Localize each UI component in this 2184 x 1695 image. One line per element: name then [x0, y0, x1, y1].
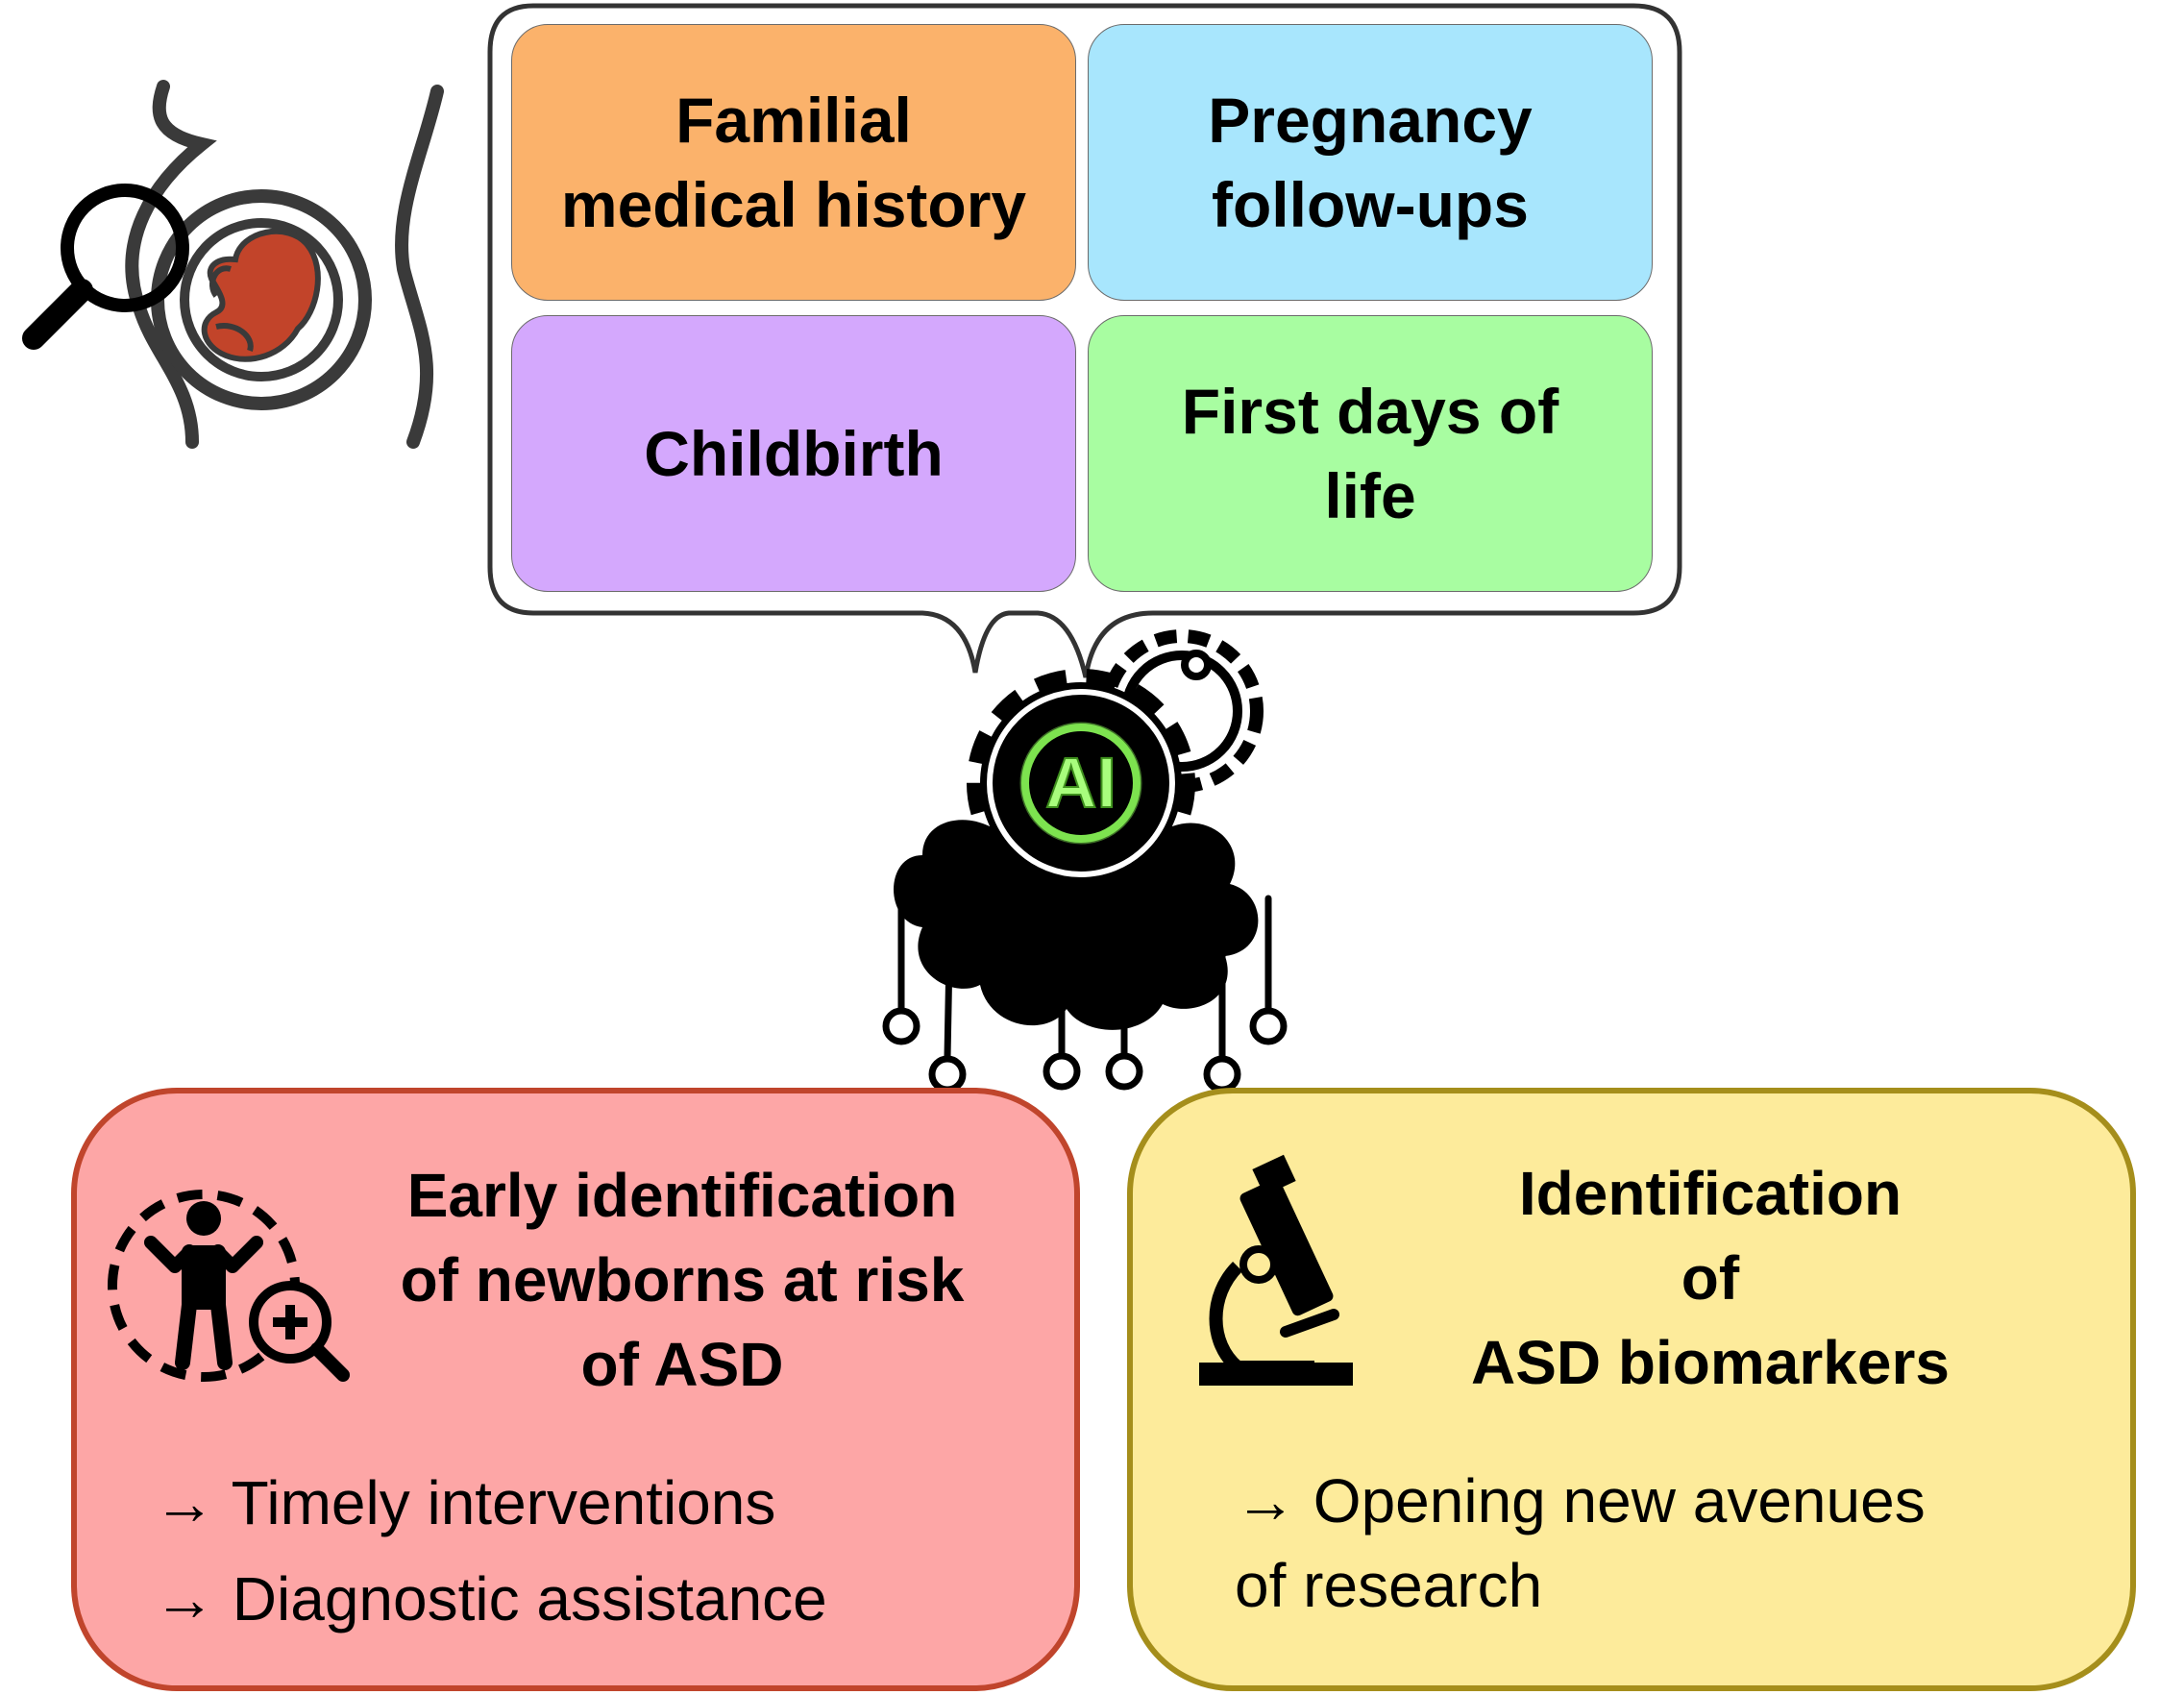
biomarkers-box	[1127, 1088, 2136, 1691]
first-days-line-1: First days of	[1181, 376, 1559, 447]
early-title-line-2: of newborns at risk	[400, 1245, 965, 1314]
biomarkers-title-line-3: ASD biomarkers	[1471, 1328, 1950, 1397]
childbirth-line-1: Childbirth	[644, 418, 944, 489]
first-days-line-2: life	[1324, 460, 1416, 531]
biomarkers-title-line-1: Identification	[1518, 1159, 1902, 1228]
early-title-line-1: Early identification	[406, 1161, 958, 1230]
main-gear-icon	[967, 669, 1195, 897]
avenues-line-1: → Opening new avenues	[1235, 1466, 1926, 1535]
bullet-diagnostic-assistance: → Diagnostic assistance	[154, 1564, 827, 1634]
avenues-line-2: of research	[1235, 1551, 1543, 1620]
bullet-timely-interventions: → Timely interventions	[154, 1468, 776, 1537]
early-title-line-3: of ASD	[580, 1330, 784, 1399]
childbirth-tile: Childbirth	[511, 315, 1076, 592]
bullet-new-avenues: → Opening new avenues of research	[1235, 1459, 2099, 1628]
pregnancy-scan-icon	[22, 80, 444, 449]
familial-line-1: Familial	[675, 85, 912, 156]
biomarkers-title-line-2: of	[1681, 1243, 1740, 1313]
ai-cloud-gear-icon: AI	[882, 629, 1288, 1093]
pregnancy-line-1: Pregnancy	[1208, 85, 1533, 156]
early-identification-title: Early identification of newborns at risk…	[365, 1153, 999, 1407]
ai-label: AI	[1045, 743, 1117, 823]
early-identification-box	[71, 1088, 1080, 1691]
familial-history-tile: Familial medical history	[511, 24, 1076, 301]
pregnancy-followups-tile: Pregnancy follow-ups	[1088, 24, 1653, 301]
familial-line-2: medical history	[560, 169, 1027, 240]
child-search-icon	[108, 1190, 350, 1382]
pregnancy-line-2: follow-ups	[1212, 169, 1529, 240]
biomarkers-title: Identification of ASD biomarkers	[1374, 1151, 2047, 1405]
microscope-icon	[1199, 1154, 1353, 1386]
first-days-tile: First days of life	[1088, 315, 1653, 592]
